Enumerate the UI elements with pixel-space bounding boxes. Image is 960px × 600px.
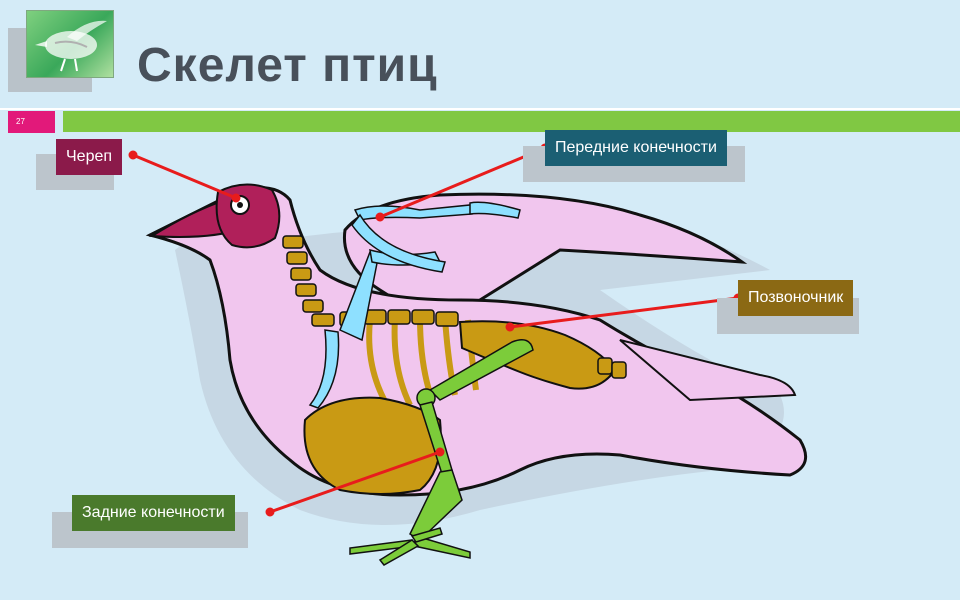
neck-vertebrae	[282, 235, 335, 327]
spine-label: Позвоночник	[738, 280, 854, 316]
sternum	[303, 396, 442, 495]
divider	[0, 108, 960, 110]
spine-vertebrae	[339, 309, 459, 327]
tail-vertebrae	[597, 357, 627, 379]
slide-title: Скелет птиц	[137, 39, 438, 92]
hindlimbs-label: Задние конечности	[72, 495, 235, 531]
pointer-lines	[128, 143, 743, 517]
tail	[619, 339, 797, 402]
accent-bar	[63, 111, 960, 132]
pelvis	[458, 320, 617, 390]
bird-skeleton-thumbnail-icon	[26, 10, 114, 78]
page-number-badge: 27	[8, 111, 55, 133]
leg-bones	[349, 339, 534, 566]
forelimbs-label: Передние конечности	[545, 130, 727, 166]
skull-label: Череп	[56, 139, 123, 175]
